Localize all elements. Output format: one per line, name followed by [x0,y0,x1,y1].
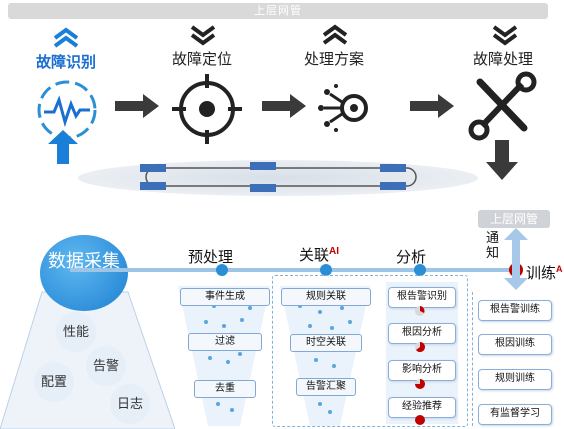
solution-network-icon [318,84,368,132]
chevron-down-icon [190,25,216,46]
step-rule-correlation: 规则关联 [281,288,371,306]
preprocess-funnel [178,286,270,426]
right-arrow-icon [262,94,306,118]
phase-correlate: 关联AI [299,244,339,265]
right-arrow-icon [115,94,159,118]
log-bubble: 日志 [110,384,150,424]
down-arrow-icon [486,140,518,180]
up-arrow-icon [48,130,78,164]
data-collection-title: 数据采集 [40,235,128,311]
pie-indicator-icon [415,342,425,352]
tools-wrench-screwdriver-icon [468,71,537,141]
pie-indicator-icon [415,415,425,425]
step-event-generation: 事件生成 [180,288,270,306]
step-rule-training: 规则训练 [478,369,552,390]
correlate-funnel [280,286,370,426]
step-alarm-aggregation: 告警汇聚 [296,378,356,396]
config-bubble: 配置 [34,362,74,402]
notify-label: 通知 [486,230,500,260]
phase-correlate-label: 关联 [299,247,330,264]
phase-correlate-ai-mark: AI [329,246,340,257]
upper-nms-banner: 上层网管 [8,3,548,19]
step-root-cause-training: 根因训练 [478,334,552,355]
phase-dot-analyze [414,264,426,276]
step-supervised-learning: 有监督学习 [478,404,552,425]
stage-fault-handle: 故障处理 [472,51,533,68]
upper-nms-box: 上层网管 [478,210,550,228]
step-spatiotemporal-correlation: 时空关联 [290,334,362,352]
stage-solution: 处理方案 [303,51,364,68]
chevron-down-icon [492,25,518,46]
phase-preprocess: 预处理 [188,249,234,266]
stage-fault-locate: 故障定位 [171,51,232,68]
step-impact-analysis: 影响分析 [388,360,456,381]
process-timeline [70,268,510,272]
step-filter: 过滤 [188,333,262,351]
phase-train-label: 训练 [526,265,557,282]
analysis-dashed-frame [272,275,468,427]
step-dedup: 去重 [194,380,256,398]
network-ring-diagram [140,162,417,192]
performance-bubble: 性能 [56,312,96,352]
pie-indicator-icon [415,306,425,316]
phase-dot-preprocess [216,264,228,276]
stage-fault-identify: 故障识别 [35,54,96,71]
phase-analyze: 分析 [396,249,427,266]
pie-indicator-icon [415,379,425,389]
phase-train: 训练A [526,262,563,283]
chevron-up-icon [322,24,348,45]
double-arrow-icon [504,228,528,290]
phase-dot-correlate [320,264,332,276]
crosshair-icon [172,74,242,144]
step-root-alarm-training: 根告警训练 [478,300,552,321]
phase-train-mark: A [556,264,563,274]
alarm-bubble: 告警 [86,346,126,386]
chevron-up-icon [53,27,79,48]
train-panel [472,292,563,426]
right-arrow-icon [410,94,454,118]
